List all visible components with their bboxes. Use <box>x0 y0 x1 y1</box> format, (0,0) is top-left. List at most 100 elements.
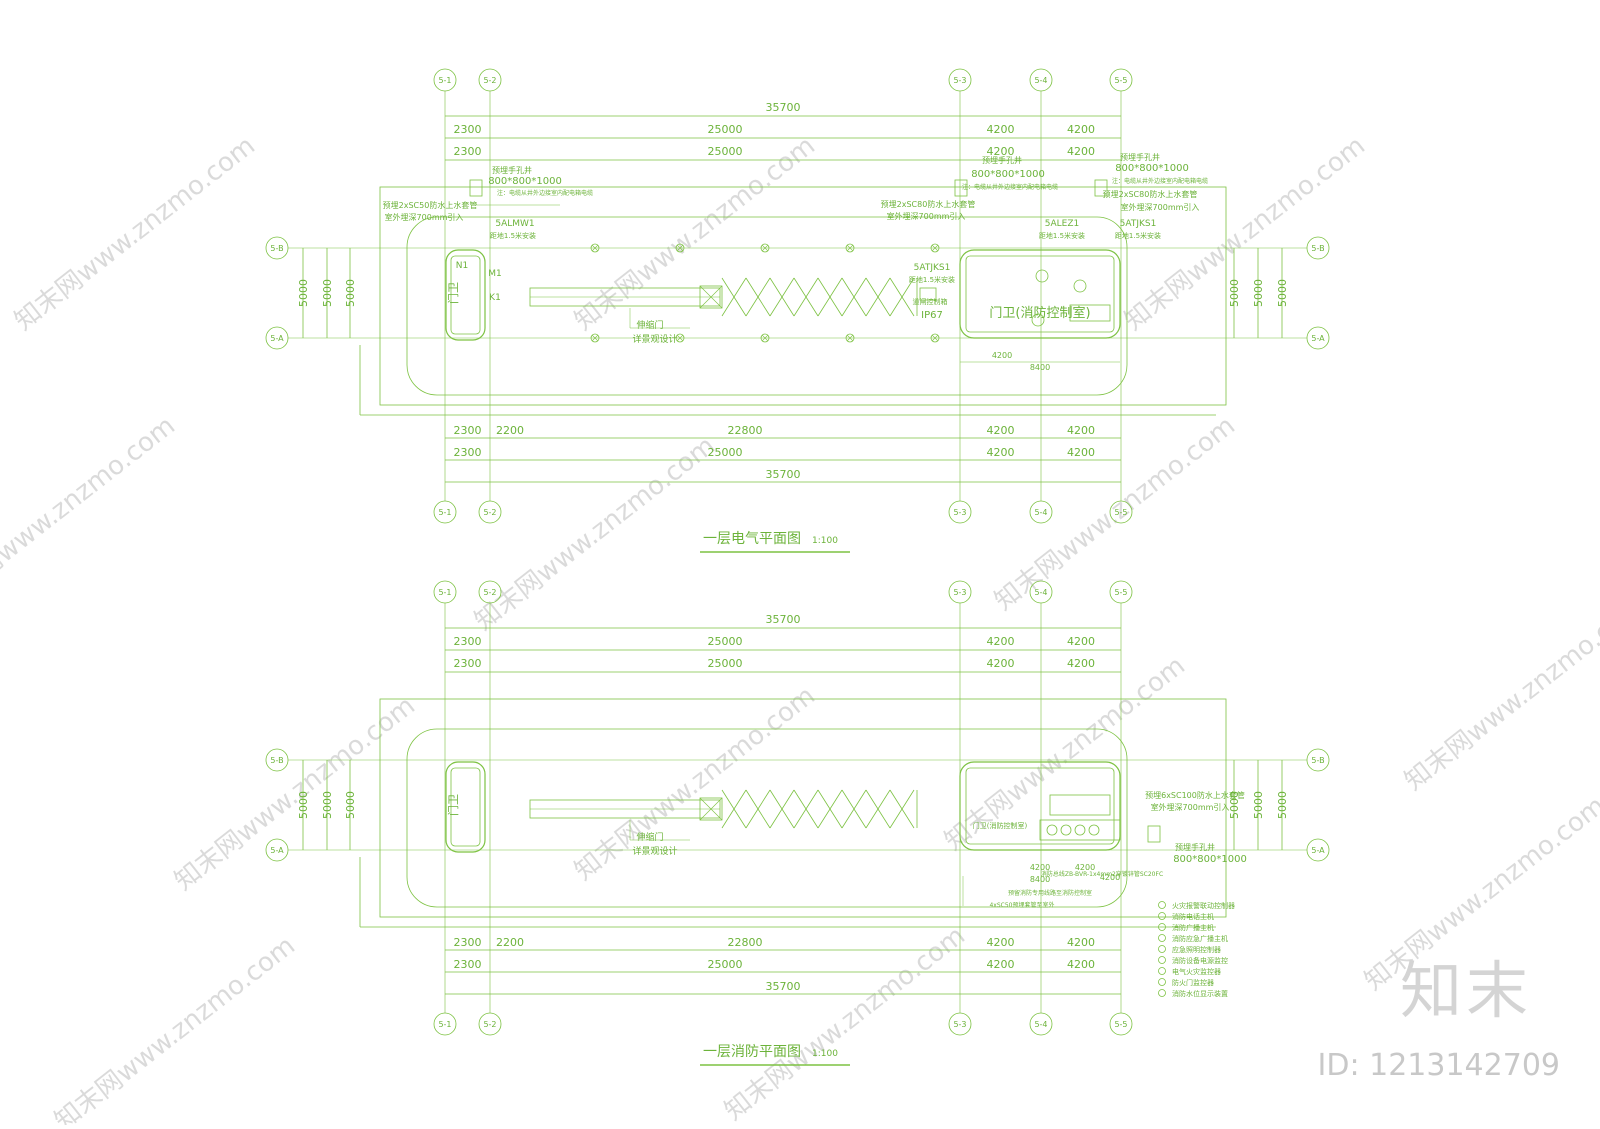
gate-zigzag <box>889 277 903 298</box>
axis-label: 5-3 <box>953 1020 966 1029</box>
dimension-text: 2300 <box>454 446 482 459</box>
plan-title: 一层电气平面图 <box>703 531 801 547</box>
dimension-text: 4200 <box>987 145 1015 158</box>
dimension-text: 2300 <box>454 145 482 158</box>
device-icon <box>1031 313 1045 327</box>
legend-text: 消防电话主机 <box>1172 912 1214 921</box>
annotation-text: 距地1.5米安装 <box>490 231 536 240</box>
axis-label: 5-1 <box>438 76 451 85</box>
gate-zigzag <box>769 296 783 317</box>
gate-zigzag <box>733 808 747 829</box>
gate-zigzag <box>781 789 795 810</box>
gate-zigzag <box>757 808 771 829</box>
stair-block <box>1049 794 1111 816</box>
gate-zigzag <box>721 789 735 810</box>
gate-zigzag <box>721 277 735 298</box>
dimension-text: 4200 <box>1067 424 1095 437</box>
dimension-text: 25000 <box>708 958 743 971</box>
gate-zigzag <box>853 277 867 298</box>
light-icon <box>590 243 600 253</box>
room-tag <box>1069 304 1111 322</box>
gate-zigzag <box>769 808 783 829</box>
annotation-text: 800*800*1000 <box>1173 854 1247 865</box>
gate-zigzag <box>793 789 807 810</box>
gate-zigzag <box>829 808 843 829</box>
gate-zigzag <box>805 808 819 829</box>
annotation-text: 预埋手孔井 <box>1175 842 1215 852</box>
watermark-text: 知末网www.znzmo.com <box>1399 591 1600 797</box>
light-icon <box>845 243 855 253</box>
watermark-text: 知末网www.znzmo.com <box>169 691 421 897</box>
annotation-text: 预埋手孔井 <box>1120 152 1160 162</box>
annotation-text: 室外埋深700mm引入 <box>385 212 464 222</box>
axis-label: 5-B <box>270 244 283 253</box>
gate-zigzag <box>877 296 891 317</box>
gate-zigzag <box>829 277 843 298</box>
gate-zigzag <box>745 789 759 810</box>
annotation-text: 预埋手孔井 <box>492 165 532 175</box>
legend-text: 消防广播主机 <box>1172 923 1214 932</box>
axis-label: 5-5 <box>1114 588 1127 597</box>
gate-zigzag <box>901 808 915 829</box>
dimension-text: 25000 <box>708 145 743 158</box>
gate-line <box>699 285 723 309</box>
light-icon <box>931 244 939 252</box>
dimension-text: 5000 <box>1228 279 1241 307</box>
room-label: 门卫 <box>446 282 460 304</box>
gate-zigzag <box>889 808 903 829</box>
legend-symbol <box>1158 923 1166 931</box>
gate-zigzag <box>721 808 735 829</box>
legend-symbol <box>1158 901 1166 909</box>
light-icon <box>760 333 770 343</box>
annotation-text: 室外埋深700mm引入 <box>887 211 966 221</box>
annotation-text: 预埋手孔井 <box>982 155 1022 165</box>
gate-zigzag <box>841 808 855 829</box>
axis-label: 5-B <box>1311 244 1324 253</box>
gate-zigzag <box>829 789 843 810</box>
handhole-icon <box>1094 179 1108 197</box>
axis-label: 5-3 <box>953 76 966 85</box>
device-icon <box>1073 279 1087 293</box>
gate-zigzag <box>805 789 819 810</box>
dimension-text: 5000 <box>1252 279 1265 307</box>
annotation-text: 800*800*1000 <box>1115 163 1189 174</box>
legend-text: 消防设备电源监控 <box>1172 956 1228 965</box>
gate-zigzag <box>805 296 819 317</box>
annotation-text: 5ALEZ1 <box>1045 219 1079 229</box>
device-icon <box>1046 824 1058 836</box>
legend-symbol <box>1158 912 1166 920</box>
device-icon <box>1060 824 1072 836</box>
axis-label: 5-1 <box>438 588 451 597</box>
dimension-text: 35700 <box>766 101 801 114</box>
axis-label: 5-B <box>270 756 283 765</box>
gate-zigzag <box>817 789 831 810</box>
guard-room-inner <box>450 767 481 847</box>
dimension-text: 35700 <box>766 468 801 481</box>
axis-label: 5-2 <box>483 1020 496 1029</box>
legend-symbol <box>1158 989 1166 997</box>
gate-zigzag <box>901 296 915 317</box>
gate-zigzag <box>817 296 831 317</box>
gate-zigzag <box>793 296 807 317</box>
annotation-text: 预留消防专用线路至消防控制室 <box>1008 889 1092 897</box>
dimension-text: 5000 <box>297 791 310 819</box>
dimension-text: 25000 <box>708 123 743 136</box>
axis-label: 5-A <box>270 334 284 343</box>
dimension-text: 22800 <box>728 424 763 437</box>
dimension-text: 8400 <box>1030 875 1050 884</box>
dimension-text: 2300 <box>454 123 482 136</box>
device-icon <box>1074 824 1086 836</box>
dimension-text: 4200 <box>1067 657 1095 670</box>
dimension-text: 4200 <box>987 657 1015 670</box>
site-boundary <box>379 186 1227 406</box>
gate-zigzag <box>733 789 747 810</box>
gate-zigzag <box>829 296 843 317</box>
light-icon <box>931 334 939 342</box>
watermark-text: 知末网www.znzmo.com <box>49 931 301 1125</box>
dimension-text: 4200 <box>1067 958 1095 971</box>
axis-label: 5-5 <box>1114 508 1127 517</box>
axis-label: 5-A <box>1311 846 1325 855</box>
annotation-text: N1 <box>456 261 468 271</box>
dimension-text: 4200 <box>987 123 1015 136</box>
